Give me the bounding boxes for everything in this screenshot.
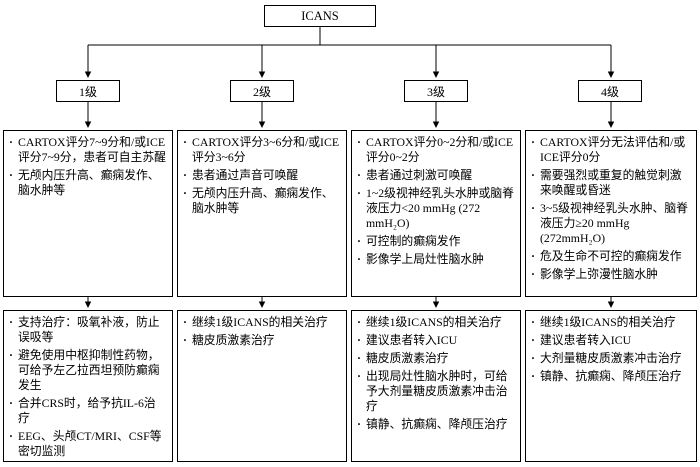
treatment-item: 支持治疗：吸氧补液，防止误吸等: [8, 315, 167, 345]
treatment-box-grade4: 继续1级ICANS的相关治疗 建议患者转入ICU 大剂量糖皮质激素冲击治疗 镇静…: [525, 310, 697, 462]
criteria-box-grade2: CARTOX评分3~6分和/或ICE评分3~6分 患者通过声音可唤醒 无颅内压升…: [177, 130, 347, 297]
criteria-item: 3~5级视神经乳头水肿、脑脊液压力≥20 mmHg (272mmH₂O): [530, 201, 691, 246]
criteria-box-grade1: CARTOX评分7~9分和/或ICE评分7~9分，患者可自主苏醒 无颅内压升高、…: [3, 130, 173, 297]
treatment-item: 镇静、抗癫痫、降颅压治疗: [356, 417, 515, 432]
treatment-item: 合并CRS时，给予抗IL-6治疗: [8, 396, 167, 426]
criteria-item: 无颅内压升高、癫痫发作、脑水肿等: [8, 168, 167, 198]
criteria-item: 危及生命不可控的癫痫发作: [530, 249, 691, 264]
treatment-item: 大剂量糖皮质激素冲击治疗: [530, 351, 691, 366]
treatment-item: 建议患者转入ICU: [356, 333, 515, 348]
icans-root-label: ICANS: [301, 8, 339, 23]
treatment-item: 糖皮质激素治疗: [356, 351, 515, 366]
criteria-item: 无颅内压升高、癫痫发作、脑水肿等: [182, 186, 341, 216]
grade-box-3: 3级: [404, 80, 468, 102]
grade-label-3: 3级: [426, 84, 445, 99]
criteria-item: CARTOX评分无法评估和/或ICE评分0分: [530, 135, 691, 165]
criteria-item: 1~2级视神经乳头水肿或脑脊液压力<20 mmHg (272 mmH₂O): [356, 186, 515, 231]
grade-box-2: 2级: [230, 80, 294, 102]
treatment-box-grade2: 继续1级ICANS的相关治疗 糖皮质激素治疗: [177, 310, 347, 462]
treatment-item: 建议患者转入ICU: [530, 333, 691, 348]
criteria-item: CARTOX评分3~6分和/或ICE评分3~6分: [182, 135, 341, 165]
treatment-item: 继续1级ICANS的相关治疗: [356, 315, 515, 330]
criteria-item: 患者通过声音可唤醒: [182, 168, 341, 183]
treatment-item: 出现局灶性脑水肿时，可给予大剂量糖皮质激素冲击治疗: [356, 369, 515, 414]
grade-box-1: 1级: [56, 80, 120, 102]
treatment-item: 镇静、抗癫痫、降颅压治疗: [530, 369, 691, 384]
grade-label-1: 1级: [78, 84, 97, 99]
criteria-item: 需要强烈或重复的触觉刺激来唤醒或昏迷: [530, 168, 691, 198]
treatment-item: 继续1级ICANS的相关治疗: [530, 315, 691, 330]
treatment-box-grade1: 支持治疗：吸氧补液，防止误吸等 避免使用中枢抑制性药物，可给予左乙拉西坦预防癫痫…: [3, 310, 173, 462]
treatment-item: 继续1级ICANS的相关治疗: [182, 315, 341, 330]
criteria-item: 影像学上弥漫性脑水肿: [530, 267, 691, 282]
treatment-item: 糖皮质激素治疗: [182, 333, 341, 348]
criteria-box-grade3: CARTOX评分0~2分和/或ICE评分0~2分 患者通过刺激可唤醒 1~2级视…: [351, 130, 521, 297]
icans-root-box: ICANS: [264, 5, 376, 27]
criteria-item: 影像学上局灶性脑水肿: [356, 252, 515, 267]
criteria-box-grade4: CARTOX评分无法评估和/或ICE评分0分 需要强烈或重复的触觉刺激来唤醒或昏…: [525, 130, 697, 297]
criteria-item: CARTOX评分7~9分和/或ICE评分7~9分，患者可自主苏醒: [8, 135, 167, 165]
grade-label-4: 4级: [600, 84, 619, 99]
treatment-box-grade3: 继续1级ICANS的相关治疗 建议患者转入ICU 糖皮质激素治疗 出现局灶性脑水…: [351, 310, 521, 462]
criteria-item: 可控制的癫痫发作: [356, 234, 515, 249]
criteria-item: CARTOX评分0~2分和/或ICE评分0~2分: [356, 135, 515, 165]
criteria-item: 患者通过刺激可唤醒: [356, 168, 515, 183]
treatment-item: EEG、头颅CT/MRI、CSF等密切监测: [8, 429, 167, 459]
treatment-item: 避免使用中枢抑制性药物，可给予左乙拉西坦预防癫痫发生: [8, 348, 167, 393]
grade-label-2: 2级: [252, 84, 271, 99]
grade-box-4: 4级: [578, 80, 642, 102]
